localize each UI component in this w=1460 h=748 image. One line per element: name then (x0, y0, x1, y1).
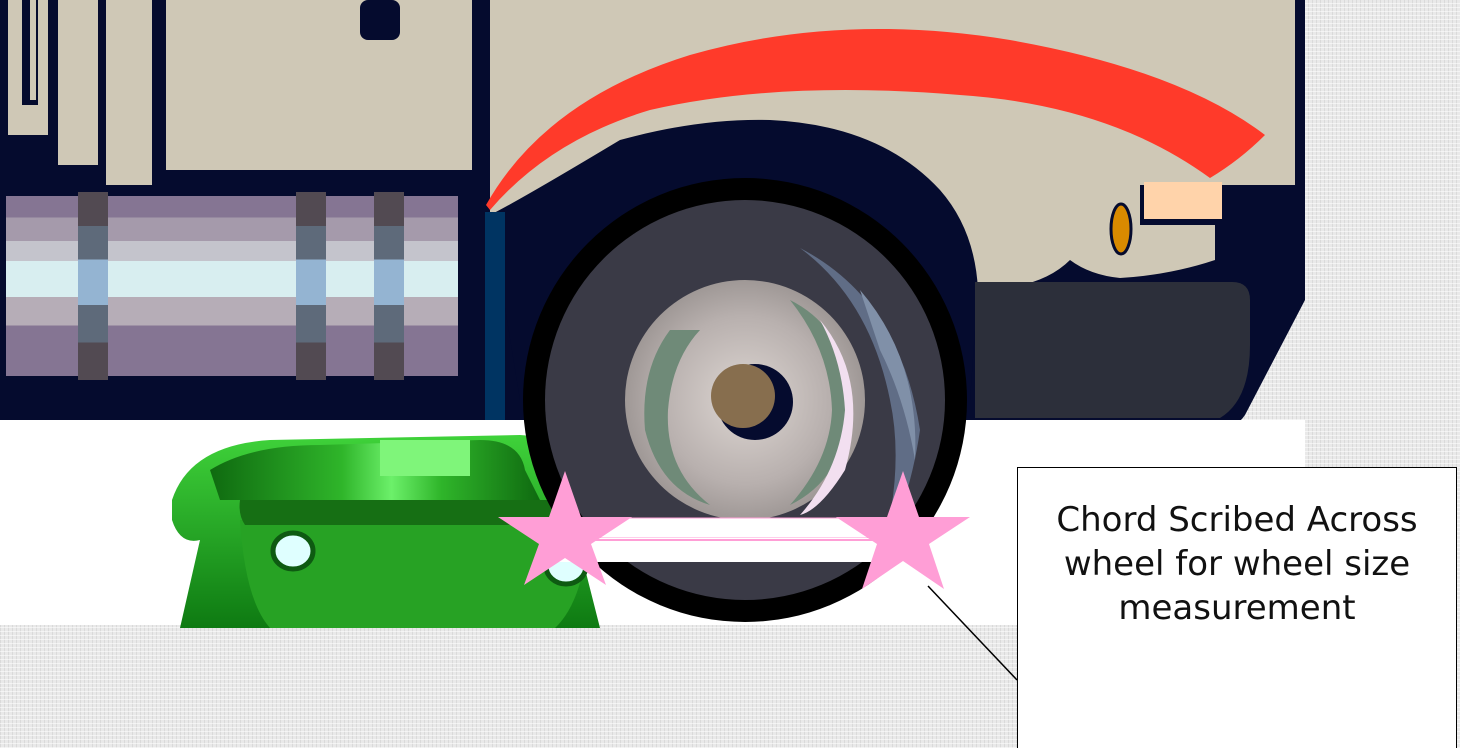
callout-box: Chord Scribed Across wheel for wheel siz… (1017, 467, 1457, 748)
star-icon (836, 471, 970, 589)
callout-text: Chord Scribed Across wheel for wheel siz… (1056, 500, 1418, 628)
jack-stand (172, 435, 600, 628)
star-icon (498, 471, 632, 585)
wheel (523, 178, 967, 622)
exhaust-pipe (6, 192, 458, 380)
fender-stripe (486, 28, 1265, 210)
callout-leader-line (927, 585, 1018, 681)
